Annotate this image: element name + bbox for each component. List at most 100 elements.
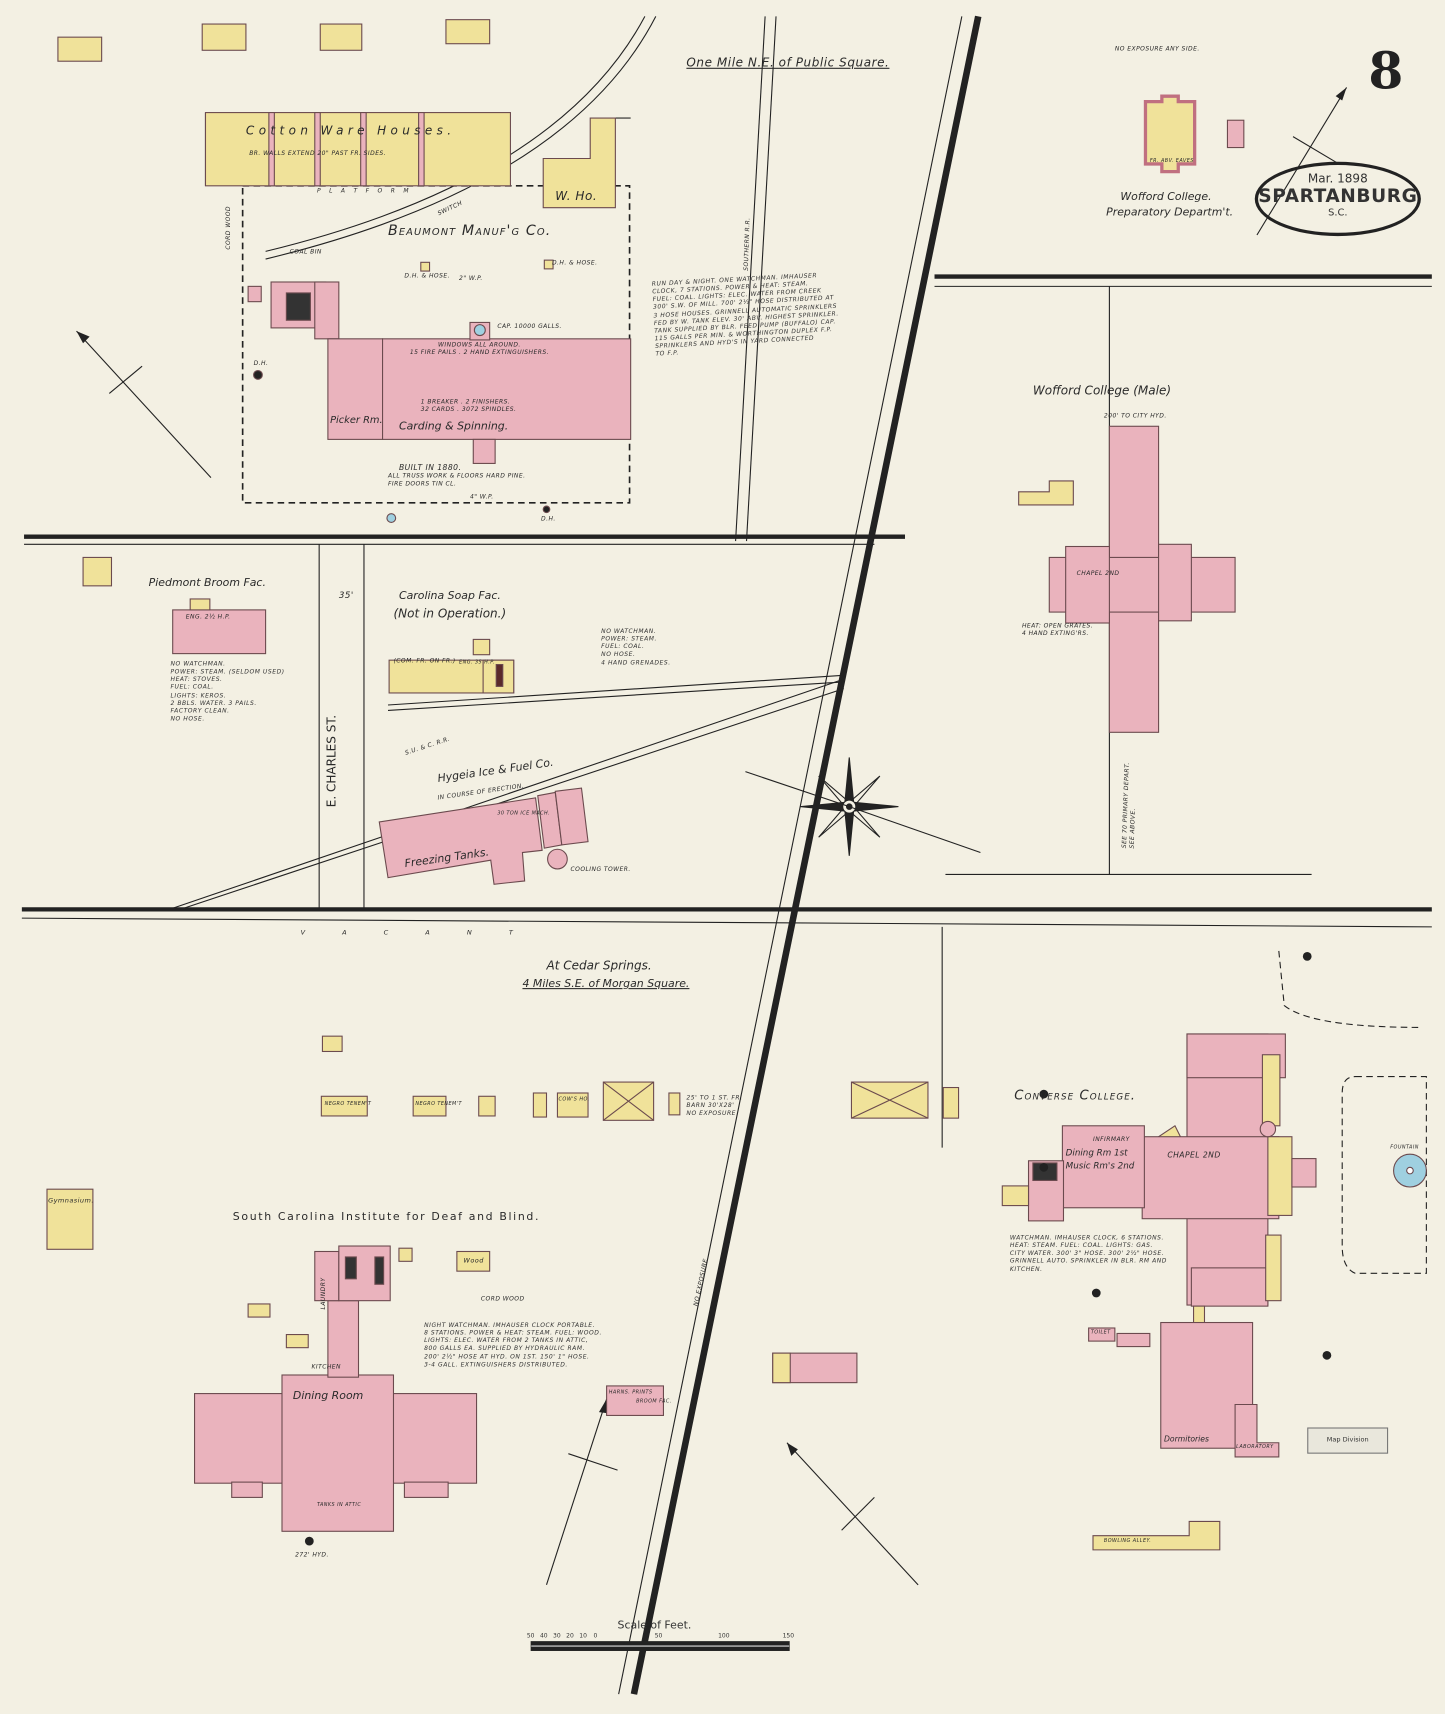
state-name: S.C. <box>1328 207 1348 219</box>
wofford-male-label: Wofford College (Male) <box>1032 383 1172 398</box>
label: CORD WOOD <box>480 1296 525 1303</box>
converse-label: Converse College. <box>1014 1087 1137 1103</box>
label: FOUNTAIN <box>1390 1145 1419 1151</box>
label: Dining Rm 1st <box>1065 1147 1128 1158</box>
hose-house <box>420 261 431 272</box>
institute-label: South Carolina Institute for Deaf and Bl… <box>232 1211 541 1224</box>
wofford-prep-label: Preparatory Departm't. <box>1106 206 1234 219</box>
label: CORD WOOD <box>225 206 233 250</box>
note: BR. WALLS EXTEND 20" PAST FR. SIDES. <box>249 150 387 158</box>
platform-label: P L A T F O R M <box>316 187 412 195</box>
library-stamp: Map Division <box>1307 1427 1389 1454</box>
drive <box>1341 1076 1427 1274</box>
outbuilding <box>478 1095 496 1117</box>
soap-status: (Not in Operation.) <box>393 606 507 621</box>
arrowhead <box>598 1399 608 1414</box>
outbuilding <box>321 1035 343 1053</box>
scale-tick: 10 <box>579 1632 587 1640</box>
label: LABORATORY <box>1236 1444 1274 1451</box>
main-road-edge <box>618 16 963 1695</box>
soap-label: Carolina Soap Fac. <box>398 590 501 603</box>
north-arrow <box>545 1398 608 1586</box>
cotton-warehouses <box>204 112 511 187</box>
railroad <box>387 681 842 711</box>
title-cartouche: Mar. 1898 SPARTANBURG S.C. <box>1254 161 1421 237</box>
scale-tick: 50 <box>654 1632 663 1640</box>
outbuilding <box>556 1092 589 1118</box>
label: KITCHEN <box>311 1364 341 1371</box>
label: HARNS. PRINTS <box>608 1390 653 1396</box>
harness-broom-shop <box>606 1385 664 1416</box>
note: SEE 70 PRIMARY DEPART. SEE ABOVE. <box>1121 762 1138 849</box>
location-note: One Mile N.E. of Public Square. <box>686 55 890 70</box>
hydrant <box>1039 1162 1049 1172</box>
outbuilding <box>668 1092 681 1116</box>
note: 200' TO CITY HYD. <box>1103 413 1167 420</box>
label: ENG. 2½ H.P. <box>185 614 231 621</box>
outbuilding <box>320 1095 368 1117</box>
scale-tick: 30 <box>553 1632 561 1640</box>
dwelling <box>445 19 491 45</box>
carding-spinning-mill <box>382 338 632 440</box>
label: D.H. <box>253 360 269 368</box>
label: D.H. & HOSE. <box>404 273 450 280</box>
cotton-warehouses-label: Cotton Ware Houses. <box>245 123 456 138</box>
label: LAUNDRY <box>320 1277 327 1310</box>
scale-tick: 20 <box>566 1632 574 1640</box>
scale-tick: 150 <box>782 1632 795 1640</box>
arrowhead <box>76 331 90 344</box>
gymnasium-label: Gymnasium. <box>48 1196 94 1205</box>
piedmont-broom-factory <box>172 609 267 655</box>
cedar-springs-note: 4 Miles S.E. of Morgan Square. <box>522 978 690 991</box>
chapel-wing <box>1141 1136 1280 1220</box>
label: NEGRO TENEM'T <box>324 1101 372 1108</box>
built-label: BUILT IN 1880. <box>398 463 462 473</box>
label: TOILET <box>1090 1330 1111 1336</box>
label: TANKS IN ATTIC <box>316 1502 362 1509</box>
label: CHAPEL 2ND <box>1167 1150 1221 1160</box>
fire-protection-note: RUN DAY & NIGHT. ONE WATCHMAN. IMHAUSER … <box>651 272 839 359</box>
warehouse-who <box>542 117 616 209</box>
fire-protection-note: NIGHT WATCHMAN. IMHAUSER CLOCK PORTABLE.… <box>424 1322 602 1369</box>
sheet-number: 8 <box>1368 41 1404 101</box>
scale-tick: 50 <box>526 1632 535 1640</box>
dining-music <box>1061 1125 1145 1209</box>
dwelling <box>57 36 103 62</box>
dining-room-label: Dining Room <box>292 1390 364 1403</box>
railroad <box>169 679 842 910</box>
note: HEAT: OPEN GRATES. 4 HAND EXTING'RS. <box>1021 623 1094 638</box>
note: 1 BREAKER . 2 FINISHERS. 32 CARDS . 3072… <box>420 398 517 414</box>
hydrant <box>542 505 551 514</box>
arrowhead <box>786 1442 798 1456</box>
hygeia-ice-plant <box>378 797 543 885</box>
label: 272' HYD. <box>295 1552 329 1559</box>
label: D.H. & HOSE. <box>551 260 598 267</box>
label: INFIRMARY <box>1093 1136 1130 1144</box>
beaumont-label: Beaumont Manuf'g Co. <box>388 222 552 240</box>
label: COAL BIN <box>289 249 322 256</box>
railroad <box>387 674 842 706</box>
note: NO EXPOSURE ANY SIDE. <box>1114 45 1200 53</box>
scale-tick: 0 <box>593 1632 598 1640</box>
cedar-springs-label: At Cedar Springs. <box>546 958 652 973</box>
railroad <box>735 16 766 542</box>
warehouse-label: W. Ho. <box>555 189 598 204</box>
hydrant <box>1039 1089 1049 1099</box>
vacant-label: V A C A N T <box>300 929 531 937</box>
note: NO WATCHMAN. POWER: STEAM. FUEL: COAL. N… <box>601 628 671 667</box>
scale-tick: 100 <box>718 1632 730 1640</box>
outbuilding <box>412 1095 447 1117</box>
note: ALL TRUSS WORK & FLOORS HARD PINE. FIRE … <box>388 473 526 488</box>
hydrant <box>1091 1288 1101 1298</box>
hydrant <box>253 369 263 380</box>
label: BROOM FAC. <box>636 1399 672 1405</box>
dwelling <box>1018 480 1074 506</box>
dwelling <box>201 23 247 51</box>
label: BOWLING ALLEY. <box>1103 1538 1152 1545</box>
laundry <box>314 1250 340 1302</box>
scale-tick: 40 <box>539 1632 548 1640</box>
main-road <box>630 15 982 1695</box>
city-name: SPARTANBURG <box>1258 185 1418 208</box>
